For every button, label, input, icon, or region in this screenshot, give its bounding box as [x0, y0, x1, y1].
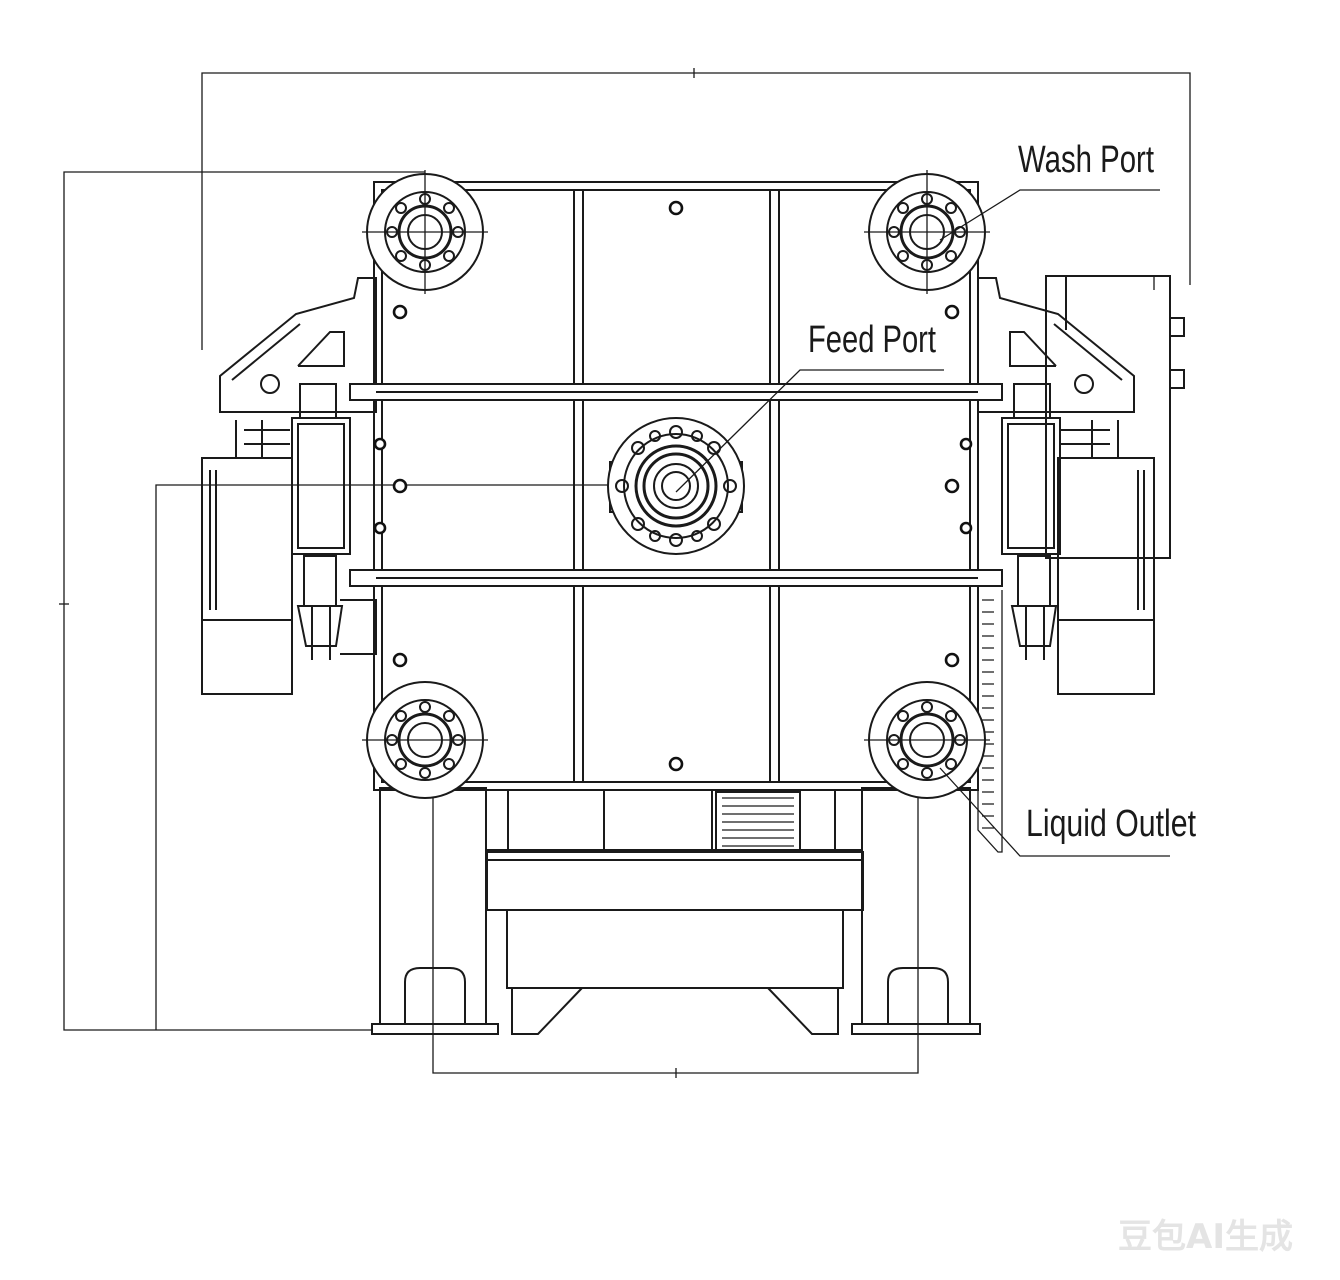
flange-bottom-right [864, 681, 990, 799]
liquid-outlet-label: Liquid Outlet [1026, 803, 1196, 845]
feed-port-flange [607, 417, 745, 555]
base-frame [371, 787, 981, 1035]
right-side-assembly [977, 275, 1185, 853]
left-side-assembly [201, 277, 377, 695]
filter-plate-body [349, 181, 1003, 791]
flange-top-left [362, 170, 488, 294]
feed-port-label: Feed Port [808, 319, 936, 361]
dimension-lines [59, 68, 1191, 1078]
wash-port-label: Wash Port [1018, 139, 1154, 181]
flange-top-right [864, 170, 990, 294]
leader-lines [675, 189, 1170, 857]
watermark-text: 豆包AI生成 [1118, 1217, 1293, 1257]
flange-bottom-left [362, 681, 488, 799]
